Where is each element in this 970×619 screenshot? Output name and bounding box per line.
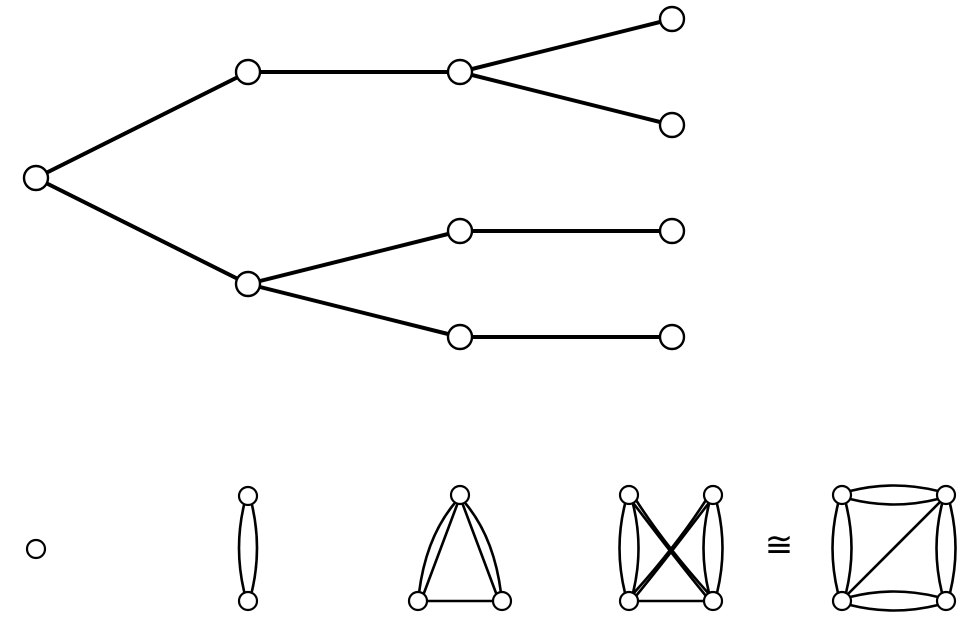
graph4-diag-a2 xyxy=(632,502,708,598)
graph2-edge-left xyxy=(237,503,246,593)
graph4-diag-b2 xyxy=(634,502,710,598)
graph5-node-bottom-left xyxy=(831,590,853,612)
tree-edge-lower-mid-2 xyxy=(246,282,462,339)
graph3-node-left xyxy=(407,590,429,612)
tree xyxy=(22,5,686,351)
graph2-edge-right xyxy=(250,503,259,593)
graph4-edge-right-inner xyxy=(702,502,711,595)
graph4-edge-left-outer xyxy=(618,502,627,595)
graph5-node-bottom-right xyxy=(935,590,957,612)
graph2-node-bottom xyxy=(237,590,259,612)
graph4-diag-a1 xyxy=(634,498,711,596)
graph-four-vertices-crossed xyxy=(618,484,724,612)
tree-edge-root-upper xyxy=(34,70,250,180)
tree-node-leaf-1 xyxy=(658,5,686,33)
graph3-node-top xyxy=(449,484,471,506)
tree-node-leaf-2 xyxy=(658,111,686,139)
graph-two-vertices xyxy=(237,485,259,612)
graph4-node-top-left xyxy=(618,484,640,506)
tree-node-leaf-3 xyxy=(658,217,686,245)
tree-edge-root-lower xyxy=(34,176,250,286)
tree-node-level1-lower xyxy=(234,270,262,298)
graph3-edge-left-outer xyxy=(417,502,456,595)
graph5-edge-right-outer xyxy=(948,502,957,595)
graph5-node-top-right xyxy=(935,484,957,506)
graph5-edge-top-upper xyxy=(848,484,940,493)
graph2-node-top xyxy=(237,485,259,507)
graph5-edge-left-outer xyxy=(831,502,840,595)
tree-node-leaf-4 xyxy=(658,323,686,351)
graph3-edge-right-outer xyxy=(464,502,503,595)
graph-triangle xyxy=(407,484,513,612)
graph-single-vertex xyxy=(25,538,47,560)
graph3-node-right xyxy=(491,590,513,612)
tree-edge-lower-mid-1 xyxy=(246,229,462,286)
graph4-diag-b1 xyxy=(631,498,708,596)
tree-node-level2-c xyxy=(446,323,474,351)
graph5-edge-bottom-upper xyxy=(848,590,940,599)
tree-node-level2-b xyxy=(446,217,474,245)
tree-node-level1-upper xyxy=(234,58,262,86)
graph4-node-bottom-left xyxy=(618,590,640,612)
graph5-edge-left-inner xyxy=(844,502,853,595)
graph4-edge-right-outer xyxy=(715,502,724,595)
graph4-node-bottom-right xyxy=(702,590,724,612)
graph5-edge-top-lower xyxy=(848,497,940,506)
graph4-edge-left-inner xyxy=(631,502,640,595)
tree-node-level2-a xyxy=(446,58,474,86)
graph1-node xyxy=(25,538,47,560)
isomorphic-symbol: ≅ xyxy=(765,525,794,565)
graph5-edge-right-inner xyxy=(935,502,944,595)
graph5-node-top-left xyxy=(831,484,853,506)
graph4-node-top-right xyxy=(702,484,724,506)
graph3-edge-left-inner xyxy=(422,503,459,595)
graph5-edge-bottom-lower xyxy=(848,603,940,612)
tree-edge-mid-leaf-2 xyxy=(458,70,674,127)
tree-edge-mid-leaf-1 xyxy=(458,17,674,74)
graph5-edge-diagonal xyxy=(846,500,942,596)
graph-square xyxy=(831,484,957,612)
tree-node-root xyxy=(22,164,50,192)
graph3-edge-right-inner xyxy=(461,503,498,595)
